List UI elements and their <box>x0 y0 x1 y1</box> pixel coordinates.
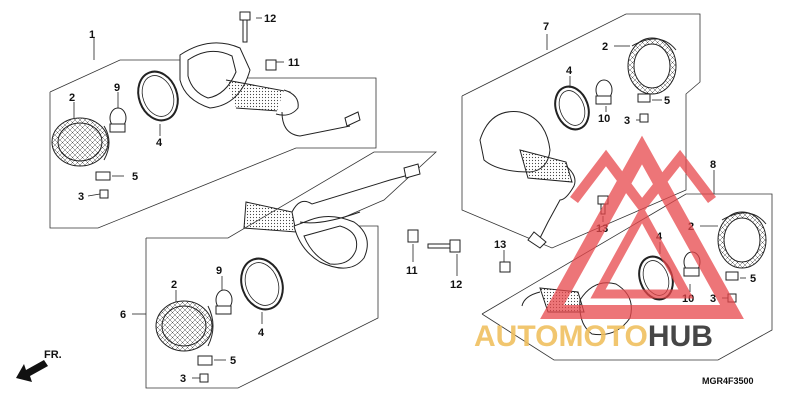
housing-bottom-left <box>243 163 421 269</box>
callout-7: 7 <box>543 21 549 33</box>
callout-12a: 12 <box>264 13 276 25</box>
bolt-12-top <box>239 11 251 43</box>
leader-lines-group-1 <box>73 17 284 197</box>
callout-4a: 4 <box>156 137 163 149</box>
watermark-zigzag <box>570 149 716 215</box>
callout-12b: 12 <box>450 279 462 291</box>
lens-2-bottom-right <box>717 211 767 269</box>
callout-5a: 5 <box>132 171 138 183</box>
watermark-triangle-inner <box>590 204 694 299</box>
watermark-logo <box>540 135 744 319</box>
bolt-13-bottom <box>499 261 511 273</box>
housing-top-left <box>179 42 361 137</box>
drawing-code: MGR4F3500 <box>702 376 754 386</box>
lens-2-top-left <box>51 117 110 167</box>
callout-2a: 2 <box>69 92 75 104</box>
callout-5c: 5 <box>664 95 670 107</box>
clip-5-top-left <box>95 171 111 181</box>
watermark-text: AUTOMOTOHUB <box>474 320 713 353</box>
gasket-4-top-left <box>137 70 179 122</box>
callout-4c: 4 <box>566 65 573 77</box>
clip-5-bottom-right <box>725 271 739 281</box>
screw-3-top-left <box>99 189 109 199</box>
callout-13b: 13 <box>494 239 506 251</box>
callout-10c: 10 <box>598 113 610 125</box>
callouts-group-1: 1 2 9 4 5 3 12 11 <box>69 13 300 203</box>
callout-3d: 3 <box>710 293 716 305</box>
callout-3b: 3 <box>180 373 186 385</box>
callout-3a: 3 <box>78 191 84 203</box>
callout-2c: 2 <box>602 41 608 53</box>
bulb-10-top-right <box>595 79 613 105</box>
screw-3-bottom-left <box>199 373 209 383</box>
assembly-group-7 <box>461 13 701 249</box>
assembly-group-6 <box>145 151 438 389</box>
leader-lines-group-6 <box>132 244 458 379</box>
callout-6: 6 <box>120 309 126 321</box>
nut-11-bottom <box>407 229 419 243</box>
assembly-group-8 <box>481 193 773 361</box>
clip-5-top-right <box>637 93 651 103</box>
callout-9a: 9 <box>114 82 120 94</box>
front-arrow: FR. <box>16 349 62 382</box>
screw-3-top-right <box>639 113 649 123</box>
callout-3c: 3 <box>624 115 630 127</box>
assembly-group-1 <box>49 59 377 229</box>
callout-2b: 2 <box>171 279 177 291</box>
bolt-12-bottom <box>427 239 461 253</box>
callout-4b: 4 <box>258 327 265 339</box>
callout-9b: 9 <box>216 265 222 277</box>
callouts-group-6: 6 2 9 4 5 3 11 12 <box>120 265 462 385</box>
bulb-9-bottom-left <box>215 289 233 315</box>
gasket-4-bottom-left <box>240 257 284 311</box>
clip-5-bottom-left <box>197 355 213 366</box>
watermark-triangle-outer <box>540 135 744 319</box>
callout-11b: 11 <box>406 265 418 277</box>
lens-2-bottom-left <box>155 300 214 352</box>
callout-8: 8 <box>710 159 716 171</box>
callout-5b: 5 <box>230 355 236 367</box>
housing-top-right <box>479 111 576 249</box>
lens-2-top-right <box>627 37 677 95</box>
front-arrow-label: FR. <box>44 349 62 361</box>
gasket-4-top-right <box>554 85 590 131</box>
watermark-part2: HUB <box>648 320 713 353</box>
nut-11-top <box>265 59 277 71</box>
watermark-part1: AUTOMOTO <box>474 320 648 353</box>
callout-5d: 5 <box>750 273 756 285</box>
bulb-9-top-left <box>109 107 127 133</box>
callout-1: 1 <box>89 29 95 41</box>
callout-11a: 11 <box>288 57 300 69</box>
